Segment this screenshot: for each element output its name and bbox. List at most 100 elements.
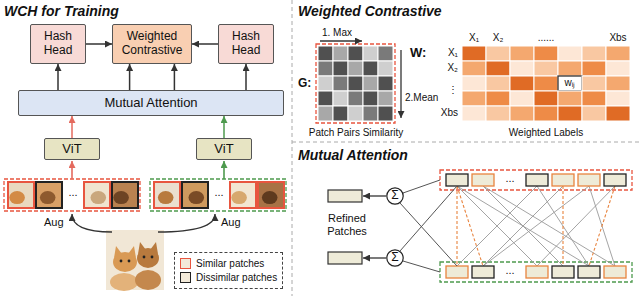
weight-cell — [606, 46, 630, 61]
box-text: Σ — [391, 189, 398, 203]
weight-cell — [510, 61, 534, 76]
similarity-cell — [348, 91, 363, 106]
label-text: Refined Patches — [316, 212, 378, 237]
patch-border — [84, 182, 110, 208]
kitten-eye — [128, 260, 131, 263]
hash-head-box: Hash Head — [30, 24, 86, 64]
weight-cell — [462, 76, 486, 91]
similarity-cell — [363, 91, 378, 106]
attention-line — [456, 186, 457, 266]
legend-swatch — [180, 272, 191, 283]
attention-line — [457, 186, 537, 266]
weight-cell — [534, 91, 558, 106]
patch-border — [230, 182, 256, 208]
max-arrow — [320, 40, 362, 41]
image-patch — [84, 182, 110, 208]
image-patch-detail — [113, 191, 129, 204]
weight-cell — [558, 106, 582, 121]
refined-patch — [328, 190, 362, 202]
label-text: X₂ — [447, 62, 458, 74]
box-text: ViT — [214, 142, 233, 157]
label-text: Weighted Contrastive — [298, 3, 442, 19]
connector — [245, 64, 247, 90]
similarity-cell — [318, 46, 333, 61]
weight-cell — [510, 91, 534, 106]
weight-cell — [462, 46, 486, 61]
sum-output-arrow — [363, 257, 386, 258]
patch-border — [36, 182, 62, 208]
weight-cell — [534, 46, 558, 61]
attention-line — [483, 186, 615, 266]
similarity-cell — [378, 106, 393, 121]
label-text: ... — [68, 186, 77, 199]
patch-token — [578, 174, 600, 186]
similarity-cell — [333, 61, 348, 76]
sum-input-line — [400, 186, 457, 251]
grid-outline — [316, 44, 395, 123]
weight-cell — [486, 76, 510, 91]
encoder-box: ViT — [44, 138, 100, 160]
circle-shape — [387, 188, 403, 204]
label-text: ... — [214, 186, 223, 199]
attention-line — [457, 186, 589, 266]
attention-line — [483, 186, 589, 266]
patch-border — [112, 182, 138, 208]
weight-cell — [606, 106, 630, 121]
image-patch-detail — [40, 191, 56, 204]
patch-group-outline — [4, 179, 140, 211]
attention-line — [589, 186, 615, 266]
similarity-cell — [348, 46, 363, 61]
patch-token — [552, 174, 574, 186]
hash-head-box: Hash Head — [218, 24, 274, 64]
weight-cell — [582, 106, 606, 121]
connector — [71, 116, 73, 138]
image-patch-detail — [262, 191, 278, 204]
patch-token — [604, 266, 626, 278]
image-patch — [112, 182, 138, 208]
patch-token — [526, 174, 548, 186]
weight-cell — [486, 46, 510, 61]
image-patch — [36, 182, 62, 208]
attention-line — [537, 186, 589, 266]
similarity-cell — [378, 91, 393, 106]
patch-token — [552, 266, 574, 278]
patch-token — [446, 174, 468, 186]
weight-cell — [462, 61, 486, 76]
label-text: Mutual Attention — [298, 147, 408, 163]
refined-patch — [328, 252, 362, 264]
image-patch — [154, 182, 180, 208]
weight-cell — [486, 106, 510, 121]
sum-circle: Σ — [386, 187, 404, 205]
weight-cell — [558, 76, 582, 91]
label-text: Aug — [221, 216, 241, 229]
patch-border — [258, 182, 284, 208]
kitten-eye — [120, 260, 123, 263]
weight-cell — [486, 61, 510, 76]
patch-token — [446, 266, 468, 278]
legend-text: Similar patches — [196, 257, 264, 270]
kitten-head — [137, 248, 159, 268]
label-text: 2.Mean — [405, 92, 438, 104]
similarity-cell — [318, 106, 333, 121]
weight-cell — [582, 76, 606, 91]
attention-line — [483, 186, 563, 266]
kitten-photo — [106, 230, 164, 290]
legend-item: Similar patches — [180, 257, 277, 270]
attention-line — [589, 186, 615, 266]
image-patch-detail — [91, 191, 107, 204]
weight-cell — [582, 46, 606, 61]
attention-line — [537, 186, 615, 266]
similarity-cell — [333, 76, 348, 91]
flow-arrow — [223, 161, 225, 179]
label-text: ...... — [538, 32, 555, 44]
similarity-cell — [318, 76, 333, 91]
image-patch — [8, 182, 34, 208]
weight-cell — [534, 76, 558, 91]
sum-output-arrow — [363, 195, 386, 196]
weight-cell — [606, 91, 630, 106]
encoder-box: ViT — [196, 138, 252, 160]
similarity-cell — [318, 61, 333, 76]
similarity-cell — [363, 76, 378, 91]
patch-border — [8, 182, 34, 208]
